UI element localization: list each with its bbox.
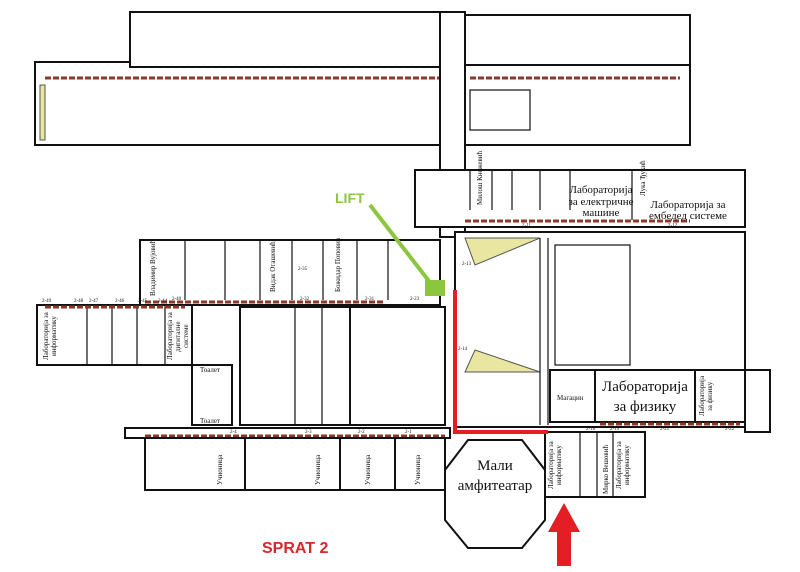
classroom-label: Учионица [364, 454, 372, 485]
room-number: 2-11 [522, 224, 531, 229]
lift-label: LIFT [335, 190, 365, 206]
room-electric-lab-l3: машине [583, 207, 620, 219]
room-number: 2-22 [725, 427, 735, 432]
room-info-lab: Лабораторија за информатику [547, 441, 563, 489]
lift-marker [425, 280, 445, 296]
route-path [453, 290, 548, 434]
classroom-label: Учионица [314, 454, 322, 485]
floor-title: SPRAT 2 [262, 540, 328, 557]
office-label: Мирко Вешовић [602, 445, 610, 494]
room-number: 2-23 [410, 297, 420, 302]
entrance-arrow-icon [548, 503, 580, 566]
north-wing [34, 11, 691, 238]
room-info-lab-west: Лабораторија за информатику [42, 312, 58, 361]
toilet-label: Тоалет [200, 366, 220, 374]
room-physics-lab-l2: за физику [614, 399, 677, 415]
room-number: 2-31 [365, 297, 375, 302]
room-number: 2-40 [172, 297, 182, 302]
office-label: Милош Кнежевић [476, 150, 484, 205]
room-number: 2-45 [138, 299, 148, 304]
room-storage: Магацин [557, 394, 584, 402]
classroom-label: Учионица [216, 454, 224, 485]
south-classrooms: Учионица Учионица Учионица Учионица 2-4 … [124, 427, 451, 491]
west-office-wing: Владимир Вујовић Видак Оташевић Божидар … [139, 237, 441, 306]
room-number: 2-21 [660, 427, 670, 432]
west-lab-block: Лабораторија за информатику Лабораторија… [36, 299, 233, 426]
room-number: 2-48 [74, 299, 84, 304]
office-label: Божидар Поповић [334, 237, 342, 292]
room-number: 2-4 [230, 430, 237, 435]
room-number: 2-49 [42, 299, 52, 304]
room-number: 2-1 [405, 430, 412, 435]
room-physics-lab-small: Лабораторија за физику [698, 375, 714, 417]
east-office-block: Лабораторија за електричне машине Лабора… [414, 150, 746, 229]
room-embedded-lab-l1: Лабораторија за [650, 199, 725, 211]
room-number: 2-44 [158, 299, 168, 304]
classroom-label: Учионица [414, 454, 422, 485]
lift-pointer [368, 203, 434, 287]
south-east-labs: Лабораторија за информатику Мирко Вешови… [544, 427, 646, 498]
room-info-lab: Лабораторија за информатику [615, 441, 631, 489]
room-number: 2-2 [358, 430, 365, 435]
room-embedded-lab-l2: ембедед системе [649, 210, 727, 222]
amphitheater-label-l2: амфитеатар [458, 478, 532, 494]
room-number: 2-18 [586, 427, 596, 432]
room-number: 2-3 [305, 430, 312, 435]
room-number: 2-12 [668, 224, 678, 229]
room-number: 2-46 [115, 299, 125, 304]
office-label: Видак Оташевић [269, 241, 277, 292]
room-number: 2-14 [458, 347, 468, 352]
office-label: Лука Ђукић [639, 160, 647, 196]
toilet-label: Тоалет [200, 417, 220, 425]
office-label: Владимир Вујовић [149, 239, 157, 296]
room-number: 2-32 [300, 297, 310, 302]
small-amphitheater: Мали амфитеатар [444, 439, 546, 549]
room-number: 2-19 [610, 427, 620, 432]
east-atrium: Магацин Лабораторија за физику Лаборатор… [454, 231, 771, 433]
room-number: 2-35 [298, 267, 308, 272]
amphitheater-label-l1: Мали [477, 458, 513, 474]
room-electric-lab-l2: за електричне [568, 196, 633, 208]
room-number: 2-47 [89, 299, 99, 304]
room-physics-lab-l1: Лабораторија [602, 379, 688, 395]
room-control-lab: Лабораторија за дигиталне системе управљ… [166, 312, 191, 361]
room-electric-lab-l1: Лабораторија [569, 184, 632, 196]
room-number: 2-13 [462, 262, 472, 267]
central-halls [239, 306, 446, 426]
